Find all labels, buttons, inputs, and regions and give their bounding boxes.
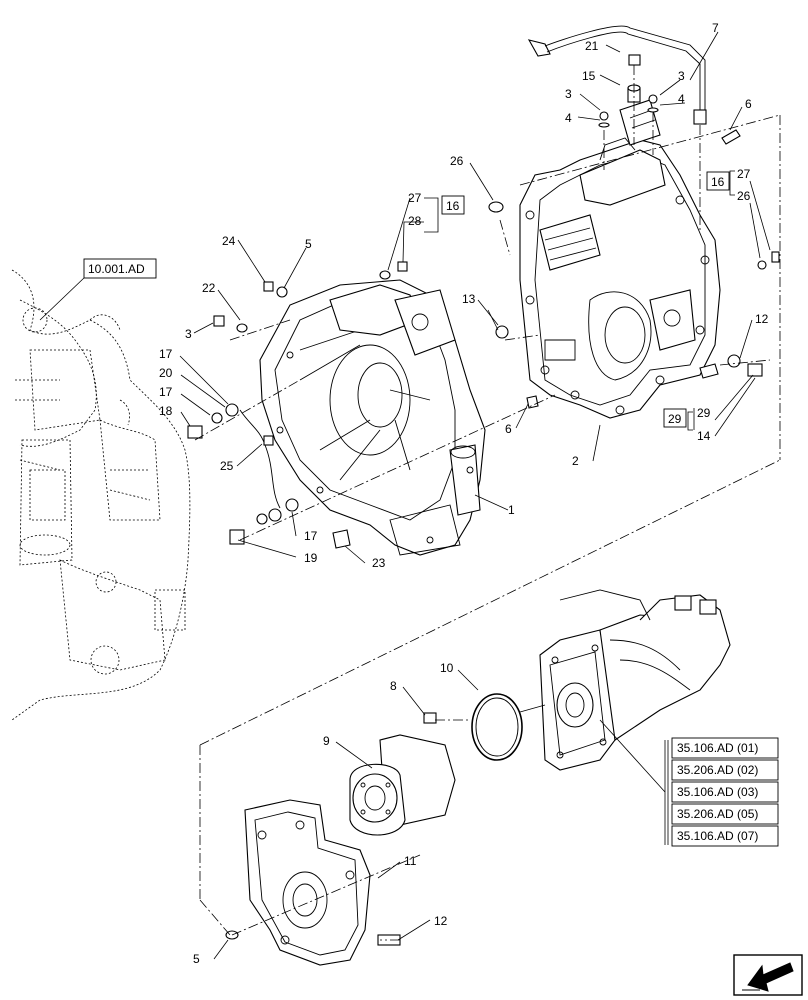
callout-17-a: 17 bbox=[159, 347, 173, 361]
pump-adapter bbox=[349, 734, 456, 836]
callout-17-b: 17 bbox=[159, 385, 173, 399]
callout-28: 29 bbox=[697, 406, 711, 420]
callout-23-label: 23 bbox=[372, 556, 386, 570]
engine-reference-box[interactable]: 10.001.AD bbox=[83, 258, 157, 279]
callout-15: 15 bbox=[582, 69, 596, 83]
o-ring-10-inner bbox=[475, 697, 519, 757]
callout-labels: 7 21 15 3 3 4 6 4 26 27 26 27 28 24 5 22… bbox=[159, 21, 769, 966]
callout-14: 14 bbox=[697, 429, 711, 443]
pump-ref-5[interactable]: 35.106.AD (07) bbox=[671, 825, 779, 847]
svg-text:35.106.AD (03): 35.106.AD (03) bbox=[677, 785, 758, 799]
svg-text:10.001.AD: 10.001.AD bbox=[88, 262, 145, 276]
callout-26-left: 27 bbox=[408, 191, 422, 205]
callout-24: 25 bbox=[220, 459, 234, 473]
callout-3-left: 3 bbox=[185, 327, 192, 341]
small-parts bbox=[187, 25, 780, 946]
hydraulic-pump bbox=[519, 589, 731, 771]
callout-6-mid: 6 bbox=[505, 422, 512, 436]
engine-block-sketch bbox=[11, 269, 191, 721]
callout-18-bottom: 19 bbox=[304, 551, 318, 565]
rear-housing bbox=[519, 99, 721, 419]
arrow-left-icon[interactable] bbox=[733, 954, 803, 996]
front-housing bbox=[259, 279, 486, 556]
box-16-right: 16 bbox=[706, 171, 730, 191]
callout-27-left: 28 bbox=[408, 214, 422, 228]
box-29: 29 bbox=[663, 408, 687, 428]
callout-27-right: 27 bbox=[737, 167, 751, 181]
callout-25: 26 bbox=[450, 154, 464, 168]
callout-8: 8 bbox=[390, 679, 397, 693]
callout-20: 21 bbox=[585, 39, 599, 53]
callout-17-c: 17 bbox=[304, 529, 318, 543]
pump-ref-4[interactable]: 35.206.AD (05) bbox=[671, 803, 779, 825]
callout-7: 7 bbox=[712, 21, 719, 35]
callout-9: 9 bbox=[323, 734, 330, 748]
svg-text:29: 29 bbox=[668, 412, 682, 426]
callout-13: 13 bbox=[462, 292, 476, 306]
svg-text:35.206.AD (05): 35.206.AD (05) bbox=[677, 807, 758, 821]
callout-4-top-right: 4 bbox=[678, 92, 685, 106]
callout-2: 2 bbox=[572, 454, 579, 468]
box-16-left: 16 bbox=[441, 195, 465, 215]
callout-22: 24 bbox=[222, 234, 236, 248]
pump-reference-boxes: 35.106.AD (01) 35.206.AD (02) 35.106.AD … bbox=[667, 737, 779, 847]
callout-12-right: 12 bbox=[755, 312, 769, 326]
svg-text:35.106.AD (07): 35.106.AD (07) bbox=[677, 829, 758, 843]
callout-6-top: 6 bbox=[745, 97, 752, 111]
svg-text:35.206.AD (02): 35.206.AD (02) bbox=[677, 763, 758, 777]
callout-18-left: 18 bbox=[159, 404, 173, 418]
callout-1: 1 bbox=[508, 503, 515, 517]
callout-19: 20 bbox=[159, 366, 173, 380]
callout-5-bottom: 5 bbox=[193, 952, 200, 966]
callout-4-top-left: 4 bbox=[565, 111, 572, 125]
pump-ref-3[interactable]: 35.106.AD (03) bbox=[671, 781, 779, 803]
pump-ref-2[interactable]: 35.206.AD (02) bbox=[671, 759, 779, 781]
callout-3-top-right: 3 bbox=[678, 69, 685, 83]
callout-11: 11 bbox=[404, 854, 417, 868]
cover-plate bbox=[244, 799, 371, 966]
callout-21: 22 bbox=[202, 281, 216, 295]
svg-text:35.106.AD (01): 35.106.AD (01) bbox=[677, 741, 758, 755]
o-ring-10 bbox=[471, 693, 523, 761]
callout-5-top: 5 bbox=[305, 237, 312, 251]
svg-text:16: 16 bbox=[711, 175, 725, 189]
leader-lines bbox=[39, 31, 771, 960]
pump-ref-1[interactable]: 35.106.AD (01) bbox=[671, 737, 779, 759]
callout-12-bottom: 12 bbox=[434, 914, 448, 928]
callout-3-top-left: 3 bbox=[565, 87, 572, 101]
svg-text:16: 16 bbox=[446, 199, 460, 213]
callout-26-right: 26 bbox=[737, 189, 751, 203]
callout-10: 10 bbox=[440, 661, 454, 675]
